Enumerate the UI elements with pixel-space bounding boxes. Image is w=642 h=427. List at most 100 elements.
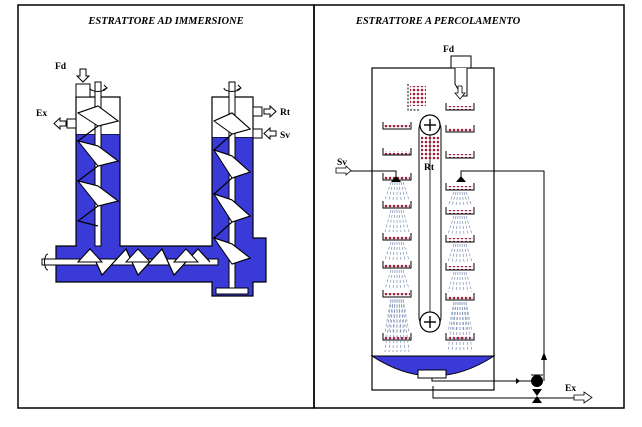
- basket: [382, 261, 412, 269]
- spray-streak: [400, 241, 406, 261]
- spray-streak: [447, 243, 455, 263]
- spray-streak: [447, 215, 455, 235]
- spray-streak: [447, 271, 455, 293]
- solvent-inlet: [252, 128, 263, 139]
- residue-outlet: [252, 106, 263, 117]
- spray-streak: [392, 241, 396, 261]
- solvent-line: [344, 170, 397, 177]
- right-vertical-screw: [212, 81, 252, 295]
- hollow-arrow-icon: [573, 391, 593, 404]
- basket: [382, 201, 412, 209]
- spray-streak: [465, 301, 473, 333]
- spray-streak: [465, 215, 473, 235]
- basket: [445, 183, 475, 191]
- spray-streak: [398, 269, 402, 290]
- left-feed-label: Fd: [55, 62, 67, 72]
- basket: [445, 263, 475, 271]
- spray-streak: [455, 243, 459, 263]
- spray-streak: [402, 299, 410, 353]
- spray-streak: [402, 181, 410, 201]
- basket: [382, 290, 412, 298]
- basket: [382, 148, 412, 156]
- spray-streak: [451, 191, 457, 207]
- spray-streak: [398, 241, 402, 261]
- left-residue-label: Rt: [280, 108, 291, 118]
- spray-streak: [400, 269, 406, 290]
- spray-streak: [461, 191, 465, 207]
- spray-streak: [392, 181, 396, 201]
- spray-streak: [455, 191, 459, 207]
- spray-streak: [465, 243, 473, 263]
- spray-streak: [388, 241, 394, 261]
- spray-streak: [447, 191, 455, 207]
- residue-solids: [410, 86, 426, 106]
- spray-streak: [447, 301, 455, 333]
- plus-circle-icon: [419, 114, 441, 136]
- spray-streak: [400, 181, 406, 201]
- spray-streak: [461, 243, 465, 263]
- right-panel-frame: [313, 4, 625, 409]
- spray-streak: [388, 298, 394, 333]
- spray-streak: [451, 243, 457, 263]
- spray-streak: [402, 269, 410, 290]
- basket: [445, 125, 475, 133]
- hollow-arrow-icon: [75, 68, 91, 83]
- spray-streak: [455, 271, 459, 293]
- spray-streak: [388, 299, 394, 353]
- feed-hopper: [75, 83, 91, 98]
- left-panel-title: ESTRATTORE AD IMMERSIONE: [87, 16, 243, 27]
- basket: [445, 235, 475, 243]
- pump-icon: [531, 374, 543, 387]
- spray-streak: [455, 215, 459, 235]
- left-solvent-label: Sv: [280, 131, 290, 141]
- hollow-arrow-icon: [335, 165, 352, 176]
- right-feed-label: Fd: [443, 45, 455, 55]
- spray-streak: [463, 301, 469, 353]
- horizontal-screw: [41, 247, 219, 277]
- spray-streak: [402, 209, 410, 233]
- hollow-arrow-icon: [454, 85, 466, 100]
- left-vertical-screw: [76, 81, 120, 247]
- spray-streak: [447, 301, 455, 353]
- spray-streak: [384, 241, 392, 261]
- spray-streak: [398, 298, 402, 333]
- hollow-arrow-icon: [53, 116, 67, 131]
- spray-streak: [398, 181, 402, 201]
- right-solvent-label: Sv: [337, 158, 347, 168]
- hollow-arrow-icon: [263, 126, 277, 141]
- right-panel-title: ESTRATTORE A PERCOLAMENTO: [355, 16, 521, 27]
- spray-streak: [398, 299, 402, 353]
- spray-streak: [398, 209, 402, 233]
- right-extract-label: Ex: [565, 384, 576, 394]
- spray-streak: [400, 209, 406, 233]
- spray-streak: [384, 209, 392, 233]
- rotation-arrow-icon: [44, 253, 49, 271]
- spray-streak: [461, 301, 465, 353]
- spray-streak: [451, 271, 457, 293]
- right-residue-label: Rt: [424, 163, 435, 173]
- basket: [382, 122, 412, 130]
- spray-streak: [465, 301, 473, 353]
- spray-streak: [384, 298, 392, 333]
- residue-solids: [421, 136, 439, 160]
- spray-streak: [402, 241, 410, 261]
- left-extract-label: Ex: [36, 109, 47, 119]
- feed-hopper: [450, 55, 472, 69]
- spray-streak: [392, 299, 396, 353]
- spray-streak: [463, 191, 469, 207]
- immersion-extractor: ESTRATTORE AD IMMERSIONE: [36, 16, 291, 297]
- spray-streak: [388, 209, 394, 233]
- spray-streak: [384, 299, 392, 353]
- spray-streak: [451, 301, 457, 353]
- hollow-arrow-icon: [263, 104, 277, 119]
- spray-nozzle-icon: [391, 176, 401, 182]
- spray-streak: [465, 191, 473, 207]
- plus-circle-icon: [419, 311, 441, 333]
- spray-streak: [388, 269, 394, 290]
- spray-streak: [400, 298, 406, 333]
- basket: [445, 103, 475, 111]
- valve-icon: [532, 389, 542, 403]
- percolation-extractor: ESTRATTORE A PERCOLAMENTO Fd: [335, 16, 593, 404]
- spray-streak: [465, 271, 473, 293]
- spray-streak: [451, 215, 457, 235]
